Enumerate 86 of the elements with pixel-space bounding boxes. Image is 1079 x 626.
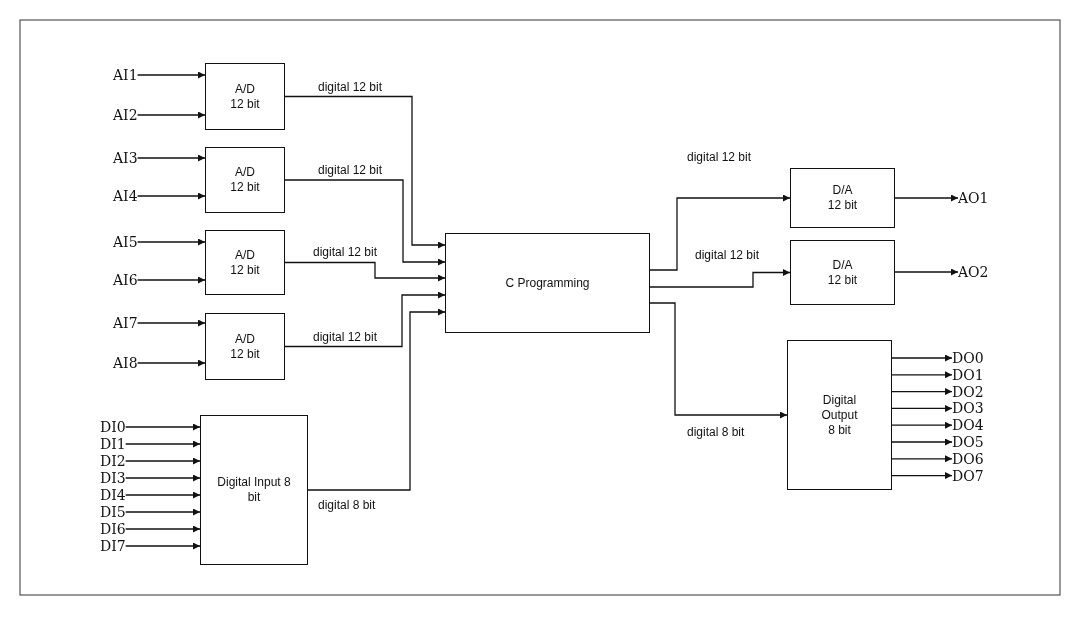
process-box <box>205 63 285 130</box>
box-label: A/D 12 bit <box>229 165 261 195</box>
arrow <box>891 404 953 412</box>
signal-label: DO6 <box>952 449 984 468</box>
arrow <box>284 261 446 282</box>
signal-label: AI7 <box>113 314 138 332</box>
arrow <box>125 423 201 431</box>
edge-label: digital 12 bit <box>313 245 378 259</box>
arrow <box>649 269 791 288</box>
edge-label: digital 8 bit <box>318 498 376 512</box>
signal-label: DI4 <box>100 486 126 504</box>
box-label: Digital Output 8 bit <box>820 392 859 438</box>
arrow <box>284 95 446 249</box>
arrow <box>894 194 959 202</box>
box-label: D/A 12 bit <box>826 183 859 213</box>
signal-label: AI8 <box>113 354 138 372</box>
process-box <box>205 147 285 213</box>
signal-label: DI5 <box>100 503 126 521</box>
arrow <box>891 371 953 379</box>
signal-label: AI5 <box>113 233 138 251</box>
signal-label: DI6 <box>100 520 126 538</box>
signal-label: DO3 <box>952 399 984 418</box>
arrow <box>125 491 201 499</box>
box-label: Digital Input 8 bit <box>216 475 292 505</box>
arrow <box>136 238 206 246</box>
edge-label: digital 12 bit <box>695 248 760 262</box>
edge-label: digital 12 bit <box>313 330 378 344</box>
arrow <box>125 542 201 550</box>
arrow <box>284 179 446 266</box>
signal-label: DO5 <box>952 433 984 451</box>
box-label: A/D 12 bit <box>229 247 261 278</box>
signal-label: DI2 <box>100 452 126 470</box>
arrow <box>307 308 446 491</box>
arrow <box>891 421 953 429</box>
box-label: A/D 12 bit <box>229 81 261 112</box>
signal-label: AO2 <box>958 263 989 281</box>
edge-label: digital 8 bit <box>687 425 745 439</box>
signal-label: DI1 <box>100 435 126 453</box>
arrow <box>136 276 206 284</box>
arrow <box>125 508 201 516</box>
edge-label: digital 12 bit <box>687 150 752 164</box>
arrow <box>125 457 201 465</box>
arrow <box>891 455 953 463</box>
arrow <box>136 192 206 200</box>
arrow <box>136 71 206 79</box>
arrow <box>891 388 953 396</box>
signal-label: AI3 <box>113 149 138 167</box>
arrow <box>649 302 788 419</box>
arrow <box>284 291 446 348</box>
arrow <box>136 359 206 367</box>
process-box <box>445 233 650 333</box>
arrow <box>136 319 206 327</box>
box-label: A/D 12 bit <box>229 331 261 362</box>
signal-label: DI7 <box>100 537 126 555</box>
process-box <box>200 415 308 565</box>
arrow <box>136 154 206 162</box>
edge-label: digital 12 bit <box>318 80 383 94</box>
signal-label: DO2 <box>952 382 984 401</box>
process-box <box>787 340 892 490</box>
process-box <box>205 230 285 295</box>
edge-label: digital 12 bit <box>318 163 383 177</box>
signal-label: AI4 <box>113 187 138 205</box>
signal-label: DI3 <box>100 469 126 487</box>
process-box <box>790 240 895 305</box>
signal-label: AI1 <box>113 66 138 84</box>
signal-label: AI6 <box>113 271 138 289</box>
signal-label: DI0 <box>100 418 126 436</box>
signal-label: DO1 <box>952 365 984 384</box>
arrow <box>891 354 953 362</box>
arrow <box>125 525 201 533</box>
process-box <box>205 313 285 380</box>
process-box <box>790 168 895 228</box>
signal-label: DO7 <box>952 466 984 485</box>
arrow <box>891 472 953 480</box>
arrow <box>136 111 206 119</box>
arrow <box>125 440 201 448</box>
signal-label: AI2 <box>113 106 138 124</box>
box-label: D/A 12 bit <box>826 257 859 288</box>
box-label: C Programming <box>505 275 590 291</box>
arrow <box>649 194 791 271</box>
arrow <box>891 438 953 446</box>
signal-label: AO1 <box>958 189 989 207</box>
arrow <box>894 268 959 276</box>
arrow <box>125 474 201 482</box>
signal-label: DO0 <box>952 349 984 367</box>
signal-label: DO4 <box>952 416 984 435</box>
